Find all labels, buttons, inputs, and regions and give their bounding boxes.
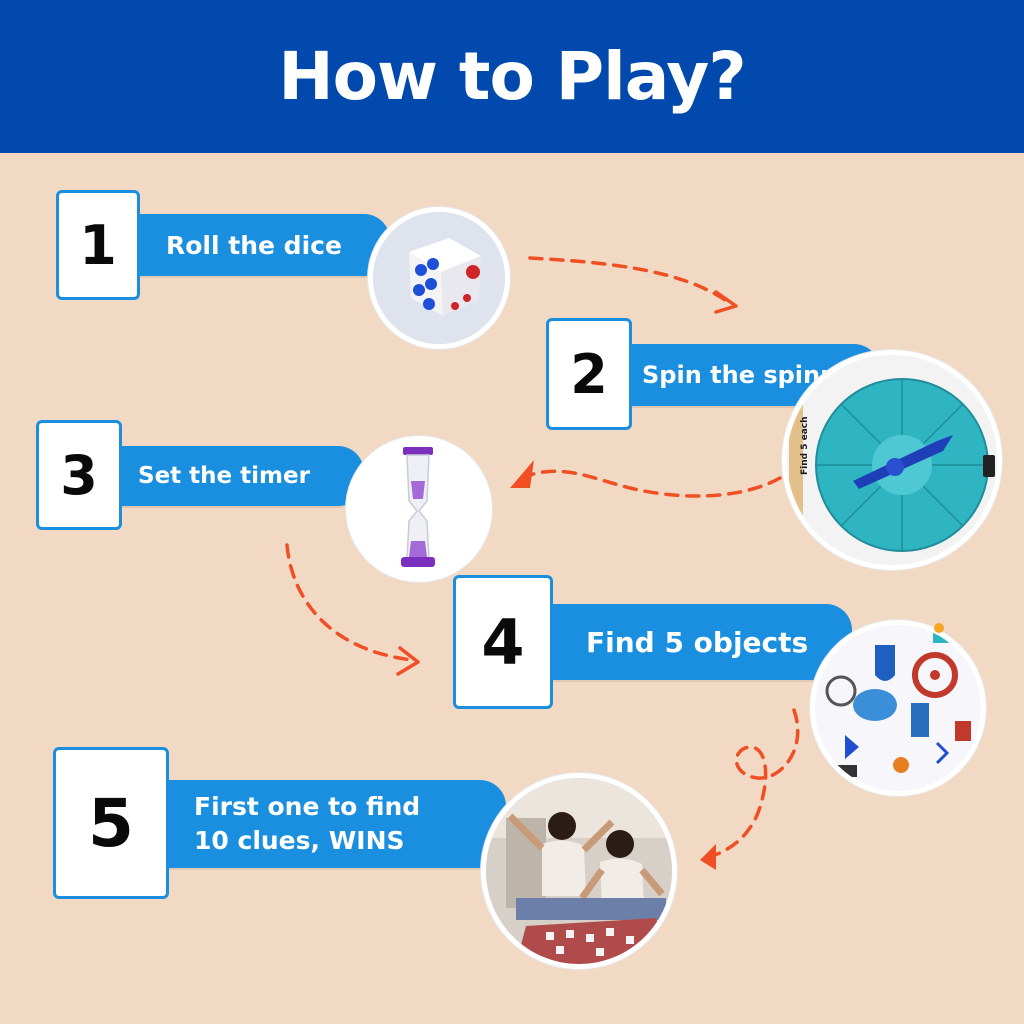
- step-5-ribbon: First one to find 10 clues, WINS: [150, 780, 506, 868]
- page-title: How to Play?: [278, 38, 746, 115]
- orange-dot: [934, 623, 944, 633]
- step-3-number: 3: [60, 443, 98, 507]
- step-4-ribbon: Find 5 objects: [540, 604, 852, 680]
- step-5-number-box: 5: [53, 747, 169, 899]
- dice-icon: [373, 212, 505, 344]
- step-4-number: 4: [481, 605, 525, 679]
- step-2-number-box: 2: [546, 318, 632, 430]
- players-photo: [481, 773, 677, 969]
- step-5-number: 5: [88, 784, 134, 862]
- arrowhead-2: [510, 460, 534, 488]
- arrow-1-to-2: [528, 256, 730, 304]
- timer-photo: [346, 436, 492, 582]
- step-2-number: 2: [570, 342, 608, 406]
- players-photo-illustration: [486, 778, 672, 964]
- spinner-icon: Find 5 each: [787, 355, 997, 565]
- spinner-photo: Find 5 each: [782, 350, 1002, 570]
- header-banner: How to Play?: [0, 0, 1024, 153]
- step-4-number-box: 4: [453, 575, 553, 709]
- arrowhead-1: [714, 290, 738, 314]
- arrowhead-4: [700, 844, 716, 870]
- step-3-number-box: 3: [36, 420, 122, 530]
- step-4-label: Find 5 objects: [586, 625, 809, 659]
- step-3-label: Set the timer: [138, 463, 310, 489]
- step-5-label-line1: First one to find: [194, 792, 421, 821]
- arrowhead-3: [396, 646, 420, 676]
- step-1-number-box: 1: [56, 190, 140, 300]
- objects-board-icon: [815, 625, 981, 791]
- sand-timer-icon: [401, 447, 435, 567]
- step-1-label: Roll the dice: [166, 230, 342, 260]
- arrow-2-to-3: [520, 469, 782, 498]
- step-1-number: 1: [79, 213, 117, 277]
- dice-photo: [368, 207, 510, 349]
- step-5-label-line2: 10 clues, WINS: [194, 826, 405, 855]
- objects-photo: [810, 620, 986, 796]
- spinner-side-label: Find 5 each: [800, 416, 810, 475]
- arrow-3-to-4: [285, 543, 414, 662]
- step-3-ribbon: Set the timer: [100, 446, 364, 506]
- step-5-label: First one to find 10 clues, WINS: [194, 790, 420, 858]
- arrow-4-to-5: [704, 708, 800, 860]
- step-1-ribbon: Roll the dice: [120, 214, 390, 276]
